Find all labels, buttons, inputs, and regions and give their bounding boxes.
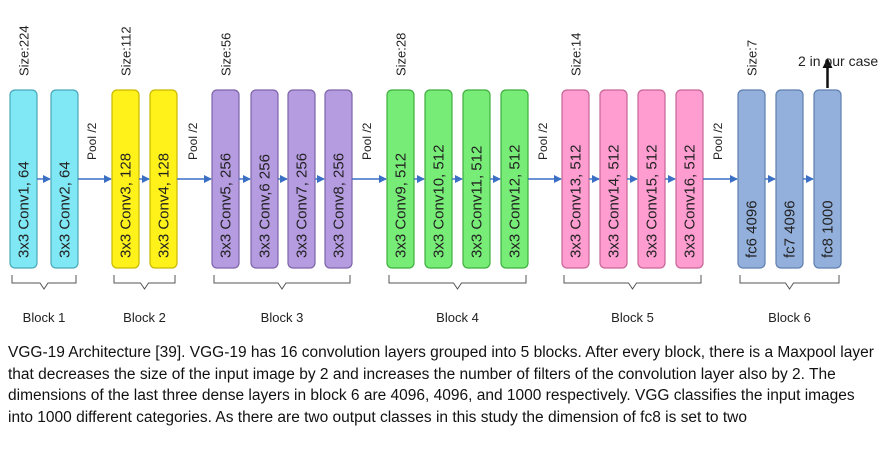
layer-label: 3x3 Conv10, 512 (431, 145, 448, 258)
block-size-label: Size:56 (219, 33, 234, 76)
layer-label: fc6 4096 (744, 200, 761, 258)
pool-label: Pool /2 (360, 122, 374, 160)
layer-label: 3x3 Conv15, 512 (644, 145, 661, 258)
layer-label: 3x3 Conv8, 256 (331, 153, 348, 258)
block-label: Block 1 (23, 310, 66, 325)
pool-label: Pool /2 (85, 122, 99, 160)
block-size-label: Size:14 (569, 33, 584, 76)
layer-label: 3x3 Conv11, 512 (469, 146, 486, 258)
output-note: 2 in our case (798, 53, 878, 69)
layer-label: 3x3 Conv16, 512 (682, 145, 699, 258)
vgg19-architecture-diagram: Size:224 3x3 Conv1, 64 3x3 Conv2, 64 Pool /… (9, 25, 878, 325)
figure-caption: VGG-19 Architecture [39]. VGG-19 has 16 … (8, 344, 874, 426)
block-size-label: Size:28 (394, 33, 409, 76)
block-label: Block 2 (123, 310, 166, 325)
pool-label: Pool /2 (711, 122, 725, 160)
layer-label: 3x3 Conv2, 64 (57, 161, 74, 258)
layer-label: 3x3 Conv9, 512 (393, 153, 410, 258)
layer-label: 3x3 Conv12, 512 (507, 145, 524, 258)
block-brace (739, 275, 840, 290)
block-size-label: Size:7 (745, 40, 760, 76)
block-label: Block 4 (436, 310, 479, 325)
pool-label: Pool /2 (536, 122, 550, 160)
layer-box (813, 89, 842, 269)
block-size-label: Size:112 (119, 26, 134, 76)
layer-label: 3x3 Conv4, 128 (156, 153, 173, 258)
block-label: Block 6 (768, 310, 811, 325)
block-brace (213, 275, 351, 290)
layer-label: 3x3 Conv,6 256 (257, 154, 274, 258)
block-label: Block 3 (261, 310, 304, 325)
layer-label: fc8 1000 (820, 200, 837, 258)
layer-label: 3x3 Conv1, 64 (16, 161, 33, 258)
block-label: Block 5 (611, 310, 654, 325)
layer-label: 3x3 Conv7, 256 (294, 153, 311, 258)
pool-label: Pool /2 (186, 122, 200, 160)
layer-label: 3x3 Conv14, 512 (606, 145, 623, 258)
layer-label: 3x3 Conv3, 128 (118, 153, 135, 258)
block-size-label: Size:224 (17, 25, 32, 76)
layer-label: 3x3 Conv13, 512 (568, 145, 585, 258)
block-brace (563, 275, 702, 290)
layer-label: fc7 4096 (782, 200, 799, 258)
block-brace (11, 275, 77, 290)
layer-label: 3x3 Conv5, 256 (218, 153, 235, 258)
block-brace (388, 275, 527, 290)
block-brace (113, 275, 176, 290)
